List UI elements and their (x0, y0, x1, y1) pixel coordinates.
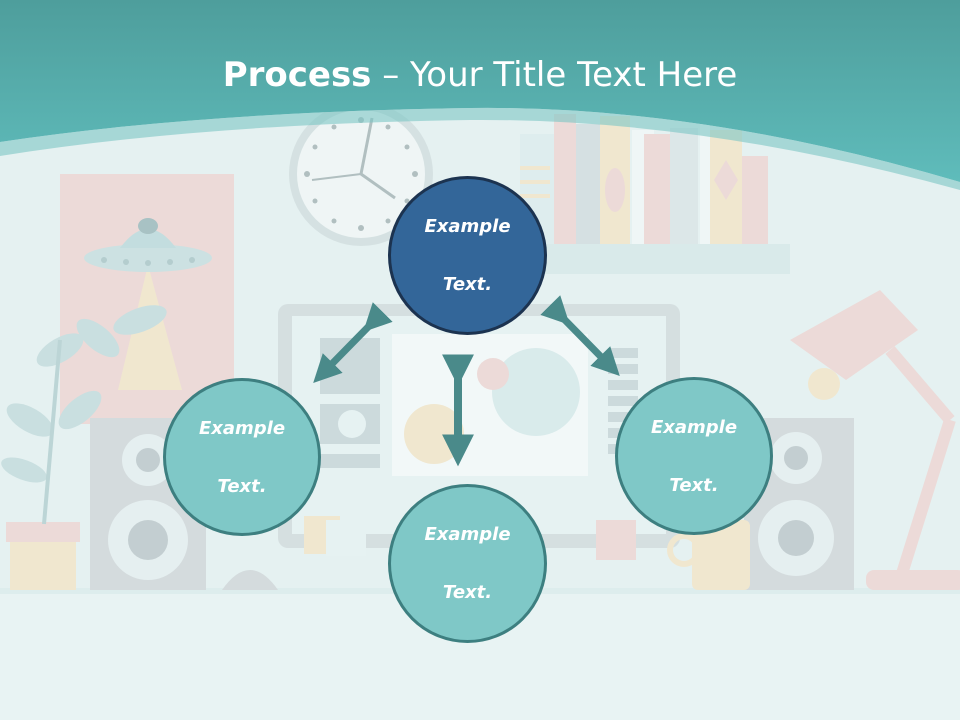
title-rest: – Your Title Text Here (371, 55, 738, 95)
node-left-line1: Example (198, 417, 286, 439)
node-left-line2: Text. (217, 475, 267, 497)
node-top-line1: Example (424, 216, 511, 237)
slide-title: Process – Your Title Text Here (0, 52, 960, 98)
node-top-line2: Text. (442, 274, 493, 295)
node-right-line1: Example (650, 416, 738, 438)
node-right-line2: Text. (669, 474, 719, 496)
node-bottom-line1: Example (424, 524, 511, 545)
node-bottom-line2: Text. (442, 582, 493, 603)
title-bold: Process (222, 55, 372, 95)
header-band (0, 0, 960, 182)
